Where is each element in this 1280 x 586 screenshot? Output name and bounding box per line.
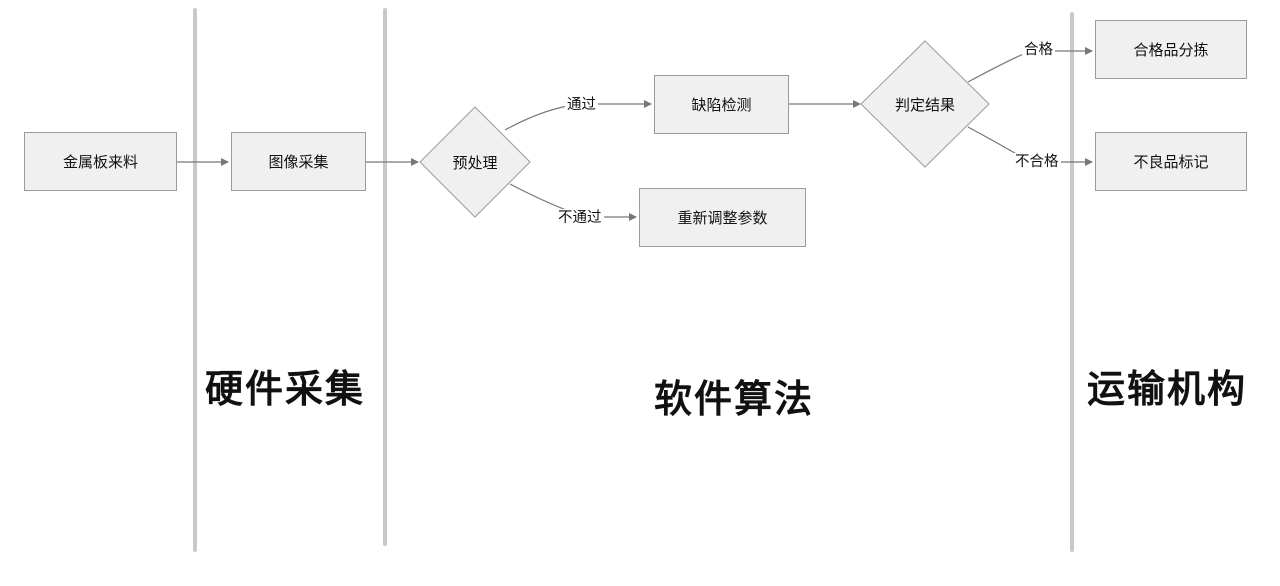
node-readjust: 重新调整参数 [639, 188, 806, 247]
lane-divider-3 [1070, 12, 1074, 552]
lane-title-hardware: 硬件采集 [205, 367, 366, 411]
node-image-capture-label: 图像采集 [268, 153, 329, 171]
node-defect-detect: 缺陷检测 [654, 75, 789, 134]
edge-label-fail: 不通过 [556, 209, 604, 227]
node-metal-feed-label: 金属板来料 [62, 153, 138, 171]
lane-title-transport: 运输机构 [1087, 367, 1248, 411]
edge-label-unqualified: 不合格 [1013, 153, 1061, 171]
node-metal-feed: 金属板来料 [24, 132, 177, 191]
lane-divider-2 [383, 8, 387, 546]
node-readjust-label: 重新调整参数 [677, 209, 768, 227]
lane-title-software: 软件算法 [654, 377, 815, 421]
edge-label-qualified: 合格 [1022, 41, 1055, 59]
edge-label-pass: 通过 [565, 96, 598, 114]
node-image-capture: 图像采集 [231, 132, 366, 191]
node-judge: 判定结果 [861, 92, 989, 116]
node-defect-mark-label: 不良品标记 [1133, 153, 1209, 171]
node-qualified-sort: 合格品分拣 [1095, 20, 1247, 79]
node-defect-detect-label: 缺陷检测 [691, 96, 752, 114]
judge-diamond-shape [860, 40, 990, 168]
node-judge-label: 判定结果 [894, 95, 955, 114]
node-qualified-sort-label: 合格品分拣 [1133, 41, 1209, 59]
node-defect-mark: 不良品标记 [1095, 132, 1247, 191]
lane-divider-1 [193, 8, 197, 552]
preprocess-diamond-shape [419, 106, 531, 218]
node-preprocess: 预处理 [420, 150, 530, 174]
node-preprocess-label: 预处理 [452, 153, 498, 172]
